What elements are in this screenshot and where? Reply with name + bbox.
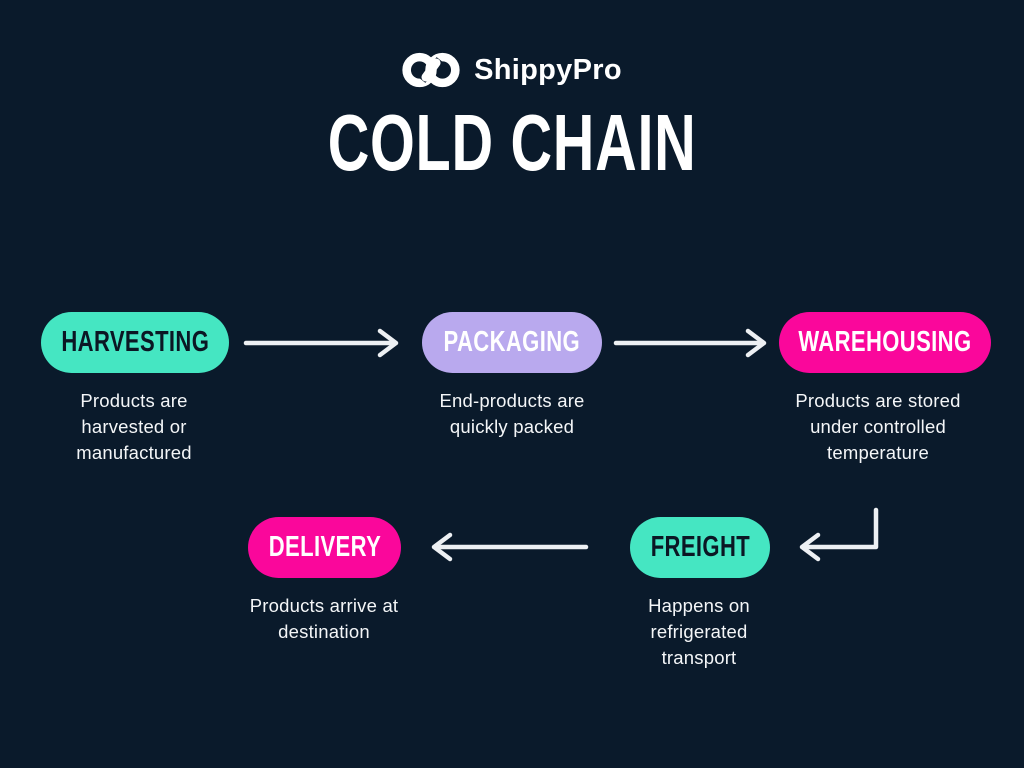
step-pill-harvesting: HARVESTING — [41, 312, 229, 373]
arrow-packaging-to-warehousing — [613, 328, 767, 358]
step-description-packaging: End-products are quickly packed — [439, 390, 585, 437]
step-label-warehousing: WAREHOUSING — [798, 326, 972, 358]
page-title-wrap: COLD CHAIN — [0, 103, 1024, 183]
shippypro-logo-icon — [402, 52, 460, 88]
step-label-harvesting: HARVESTING — [61, 326, 209, 358]
step-pill-freight: FREIGHT — [630, 517, 770, 578]
arrow-freight-to-delivery — [431, 532, 589, 562]
brand-logo: ShippyPro — [0, 44, 1024, 96]
step-label-freight: FREIGHT — [650, 531, 750, 563]
step-pill-warehousing: WAREHOUSING — [779, 312, 991, 373]
step-pill-delivery: DELIVERY — [248, 517, 401, 578]
step-label-delivery: DELIVERY — [268, 531, 381, 563]
page-title: COLD CHAIN — [327, 98, 697, 187]
step-description-delivery: Products arrive at destination — [249, 595, 399, 642]
arrow-harvesting-to-packaging — [243, 328, 399, 358]
step-description-warehousing: Products are stored under controlled tem… — [795, 390, 961, 463]
step-description-harvesting: Products are harvested or manufactured — [76, 390, 192, 463]
brand-name: ShippyPro — [474, 53, 622, 86]
step-description-freight: Happens on refrigerated transport — [648, 595, 750, 668]
step-label-packaging: PACKAGING — [443, 326, 581, 358]
step-pill-packaging: PACKAGING — [422, 312, 602, 373]
arrow-warehousing-to-freight — [799, 507, 879, 562]
